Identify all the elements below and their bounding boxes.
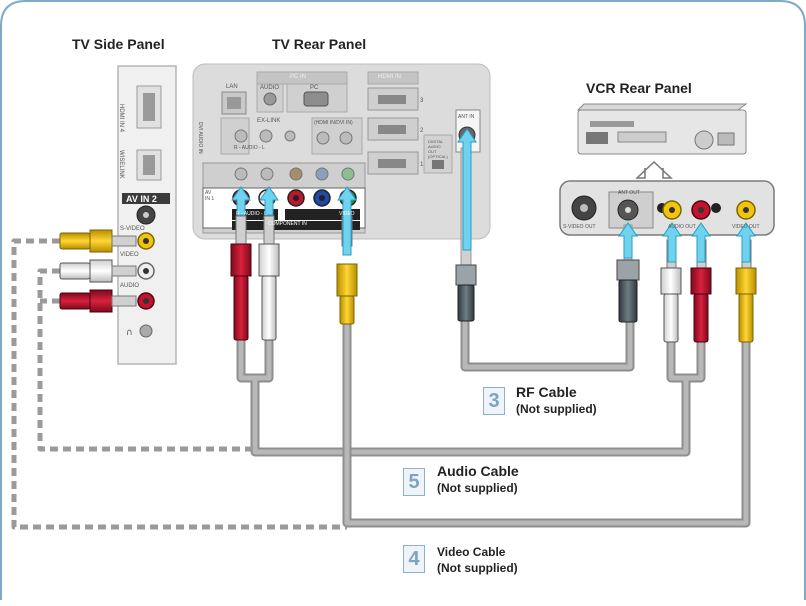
tv-side-panel-title: TV Side Panel <box>72 36 165 52</box>
cable-lines <box>11 238 751 530</box>
rf-cable-note: (Not supplied) <box>516 402 597 416</box>
side-video-label: VIDEO <box>120 252 139 258</box>
rf-cable-number: 3 <box>483 387 505 415</box>
vcr-audio-out-label: AUDIO OUT <box>668 224 696 230</box>
dashed-inner <box>37 268 253 452</box>
side-plug-red <box>59 289 137 313</box>
audio-cable-label: Audio Cable (Not supplied) <box>437 463 519 495</box>
audio-cable-note: (Not supplied) <box>437 481 518 495</box>
rear-hdmiin-label: HDMI IN <box>378 74 401 80</box>
vcr-svideo-out-label: S-VIDEO OUT <box>563 224 596 230</box>
rear-ant-in-label: ANT IN <box>458 114 475 120</box>
rear-exlink-label: EX-LINK <box>257 118 281 124</box>
side-plug-white <box>59 259 137 283</box>
video-cable-label: Video Cable (Not supplied) <box>437 545 518 575</box>
rear-plug-red <box>230 215 252 341</box>
video-cable-note: (Not supplied) <box>437 561 518 575</box>
vcr-video-out-label: VIDEO OUT <box>732 224 760 230</box>
rear-audio-label: AUDIO <box>260 85 280 91</box>
rf-cable-name: RF Cable <box>516 384 577 400</box>
rear-hdmi-1: 1 <box>420 162 424 168</box>
rf-cable-line <box>460 320 635 372</box>
svg-text:∩: ∩ <box>126 328 133 338</box>
rear-arrows <box>231 128 477 256</box>
tv-rear-panel <box>192 63 491 240</box>
rear-pcin-label: PC IN <box>290 74 307 80</box>
video-cable-number: 4 <box>403 545 425 573</box>
side-plugs <box>59 229 137 313</box>
side-avin2-label: AV IN 2 <box>126 194 157 204</box>
vcr-rear-panel-title: VCR Rear Panel <box>586 80 692 96</box>
side-wiselink-label: WISELINK <box>118 150 124 179</box>
vcr-plugs <box>616 224 757 343</box>
dashed-outer <box>11 238 347 530</box>
rear-hdmidvi-label: (HDMI IN/DVI IN) <box>314 120 353 126</box>
audio-cable-name: Audio Cable <box>437 463 519 479</box>
side-hdmi-label: HDMI IN 4 <box>118 104 124 133</box>
rear-hdmi-3: 3 <box>420 98 424 104</box>
side-audio-label: AUDIO <box>120 283 140 289</box>
rear-lan-label: LAN <box>226 84 238 90</box>
rear-audio-lr-label: R - AUDIO - L <box>234 145 265 151</box>
rear-plug-yellow <box>336 215 358 325</box>
vcr-arrows <box>618 222 756 263</box>
rear-av-in1-label: AV IN 1 <box>205 190 215 202</box>
rear-dvi-label: DVI AUDIO IN <box>197 122 203 154</box>
rear-optical-label: DIGITAL AUDIO OUT (OPTICAL) <box>428 139 448 159</box>
rear-comp-audio-label: R - AUDIO - L <box>236 211 267 217</box>
rear-pc-label: PC <box>310 85 319 91</box>
rear-video-label: VIDEO <box>339 211 355 217</box>
vcr-zoom-arrow <box>635 160 673 179</box>
rear-hdmi-2: 2 <box>420 128 424 134</box>
side-plug-yellow <box>59 229 137 253</box>
video-cable-name: Video Cable <box>437 545 506 559</box>
vcr-ant-out-label: ANT OUT <box>618 190 640 196</box>
rear-plug-white <box>258 215 280 341</box>
vcr-rear-panel <box>559 180 775 236</box>
rear-component-in-label: COMPONENT IN <box>268 221 307 227</box>
rf-cable-label: RF Cable (Not supplied) <box>516 384 597 416</box>
tv-rear-panel-title: TV Rear Panel <box>272 36 367 52</box>
side-svideo-label: S-VIDEO <box>120 226 145 232</box>
vcr-device <box>576 103 748 155</box>
audio-cable-number: 5 <box>403 468 425 496</box>
tv-side-panel: ∩ <box>117 65 177 365</box>
